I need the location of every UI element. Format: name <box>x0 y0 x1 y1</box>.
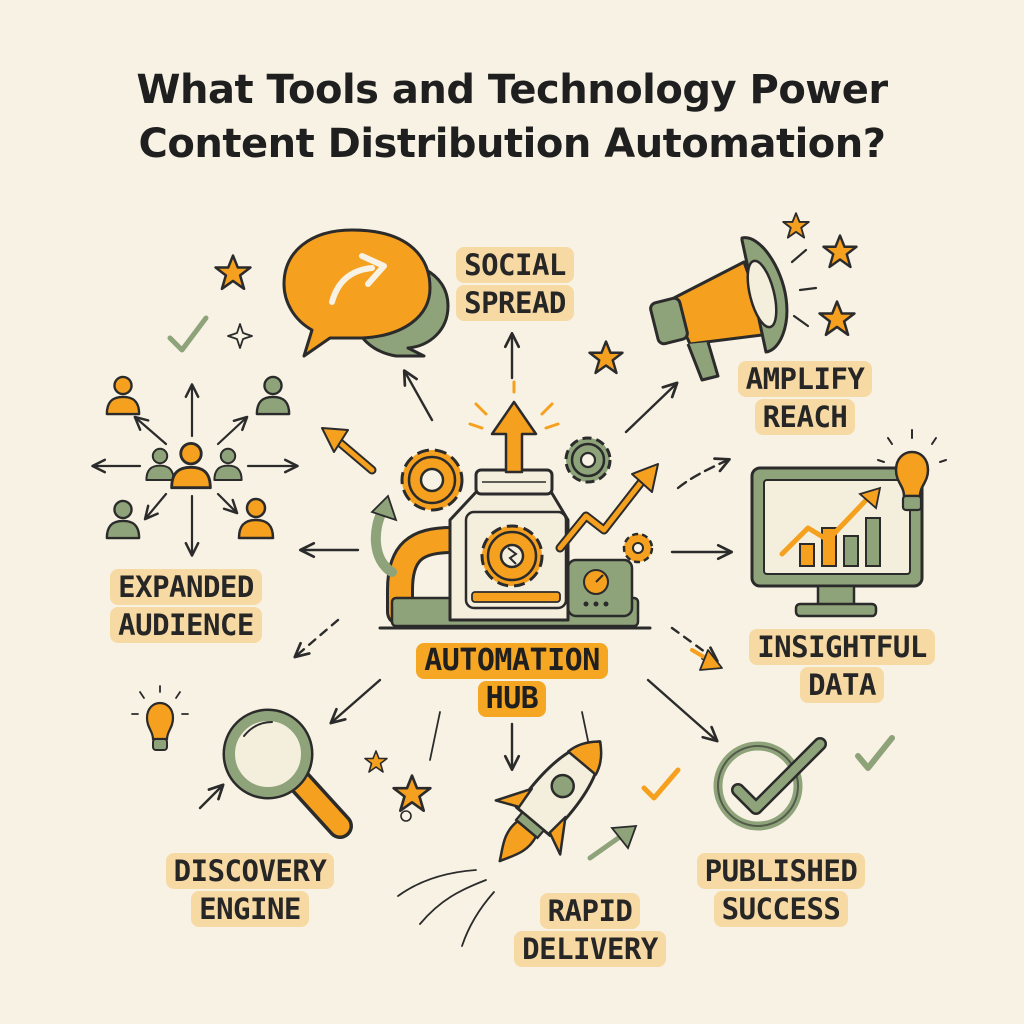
rocket-icon <box>494 740 603 863</box>
monitor-chart-icon <box>750 466 924 618</box>
gear-icon <box>622 532 654 564</box>
node-label-discovery-engine: DISCOVERY ENGINE <box>140 852 360 928</box>
label-line: PUBLISHED <box>696 853 866 889</box>
gear-icon <box>564 436 612 484</box>
check-icon <box>855 735 895 771</box>
label-line: AUDIENCE <box>110 607 262 643</box>
page-title-line-1: What Tools and Technology Power <box>136 67 888 113</box>
speech-bubble-share-icon <box>282 228 450 358</box>
node-label-amplify-reach: AMPLIFY REACH <box>720 360 890 436</box>
page-title-line-2: Content Distribution Automation? <box>138 121 886 167</box>
arrow-dashed-audience <box>293 618 340 659</box>
node-label-insightful-data: INSIGHTFUL DATA <box>732 628 952 704</box>
label-line: INSIGHTFUL <box>749 629 935 665</box>
label-line: AMPLIFY <box>737 361 873 397</box>
label-line: SUCCESS <box>713 891 849 927</box>
label-line: SPREAD <box>456 285 574 321</box>
check-icon <box>641 767 681 801</box>
megaphone-icon <box>649 236 818 382</box>
magnifier-icon <box>222 708 353 839</box>
node-label-expanded-audience: EXPANDED AUDIENCE <box>76 568 296 644</box>
label-line: EXPANDED <box>110 569 262 605</box>
label-line: REACH <box>754 399 856 435</box>
arrow-small-insight <box>676 457 731 490</box>
check-icon <box>167 315 209 353</box>
label-line: SOCIAL <box>456 247 574 283</box>
people-network-icon <box>91 375 299 557</box>
arrow-small-discovery <box>198 783 225 810</box>
arrow-to-published <box>646 678 719 743</box>
arrow-to-bubble <box>402 369 434 422</box>
label-line: HUB <box>477 681 547 717</box>
machine-icon <box>370 380 659 630</box>
arrow-to-amplify <box>624 381 679 434</box>
lightbulb-icon <box>877 429 947 512</box>
label-line: ENGINE <box>191 891 309 927</box>
gear-icon <box>400 448 464 512</box>
arrow-to-discovery <box>329 678 382 725</box>
label-line: DELIVERY <box>514 931 666 967</box>
label-line: RAPID <box>539 893 641 929</box>
label-line: AUTOMATION <box>416 643 608 679</box>
speed-lines <box>397 869 495 947</box>
lightbulb-icon <box>131 685 189 751</box>
node-label-rapid-delivery: RAPID DELIVERY <box>490 892 690 968</box>
node-label-automation-hub: AUTOMATION HUB <box>380 642 644 718</box>
gear-icon <box>480 524 544 588</box>
label-line: DATA <box>800 667 884 703</box>
node-label-social-spread: SOCIAL SPREAD <box>440 246 590 322</box>
decorative-stars <box>214 212 858 822</box>
checkmark-circle-icon <box>713 737 827 831</box>
label-line: DISCOVERY <box>165 853 335 889</box>
node-label-published-success: PUBLISHED SUCCESS <box>676 852 886 928</box>
